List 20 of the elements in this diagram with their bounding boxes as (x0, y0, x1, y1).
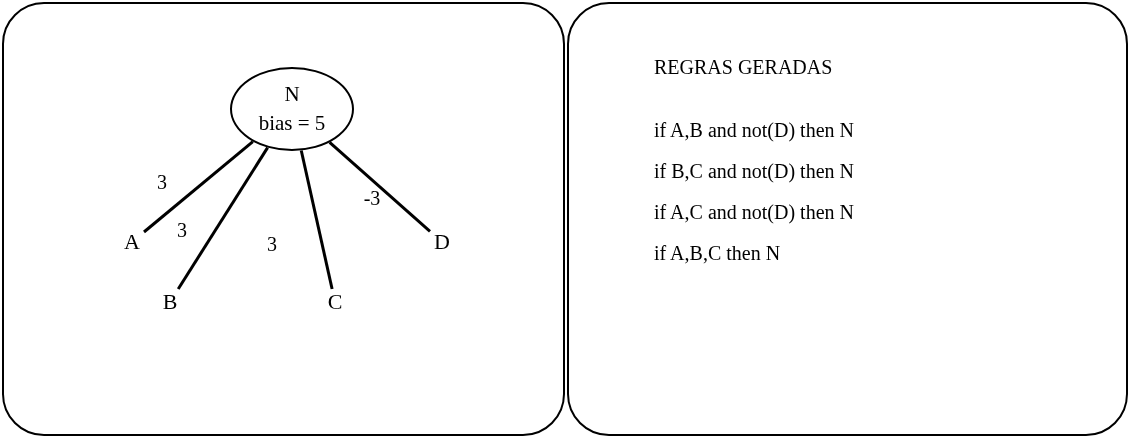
node-name: N (284, 82, 300, 106)
rule-text: if A,B,C then N (654, 242, 781, 264)
edge-label: 3 (177, 220, 187, 240)
panel-heading: REGRAS GERADAS (654, 56, 833, 78)
input-label: B (158, 289, 182, 315)
rounded-panel (2, 2, 565, 436)
rule-text: if B,C and not(D) then N (654, 160, 854, 182)
rounded-panel (567, 2, 1128, 436)
rule-text: if A,B and not(D) then N (654, 119, 854, 141)
input-label: D (430, 229, 454, 255)
input-label: A (120, 229, 144, 255)
input-label: C (323, 289, 347, 315)
connector-line (299, 150, 334, 290)
bias-text: bias = 5 (258, 112, 326, 136)
connector-line (143, 140, 254, 234)
edge-label: 3 (267, 234, 277, 254)
rule-text: if A,C and not(D) then N (654, 201, 854, 223)
edge-label: 3 (157, 172, 167, 192)
connector-line (328, 141, 431, 233)
edge-label: -3 (363, 188, 381, 208)
